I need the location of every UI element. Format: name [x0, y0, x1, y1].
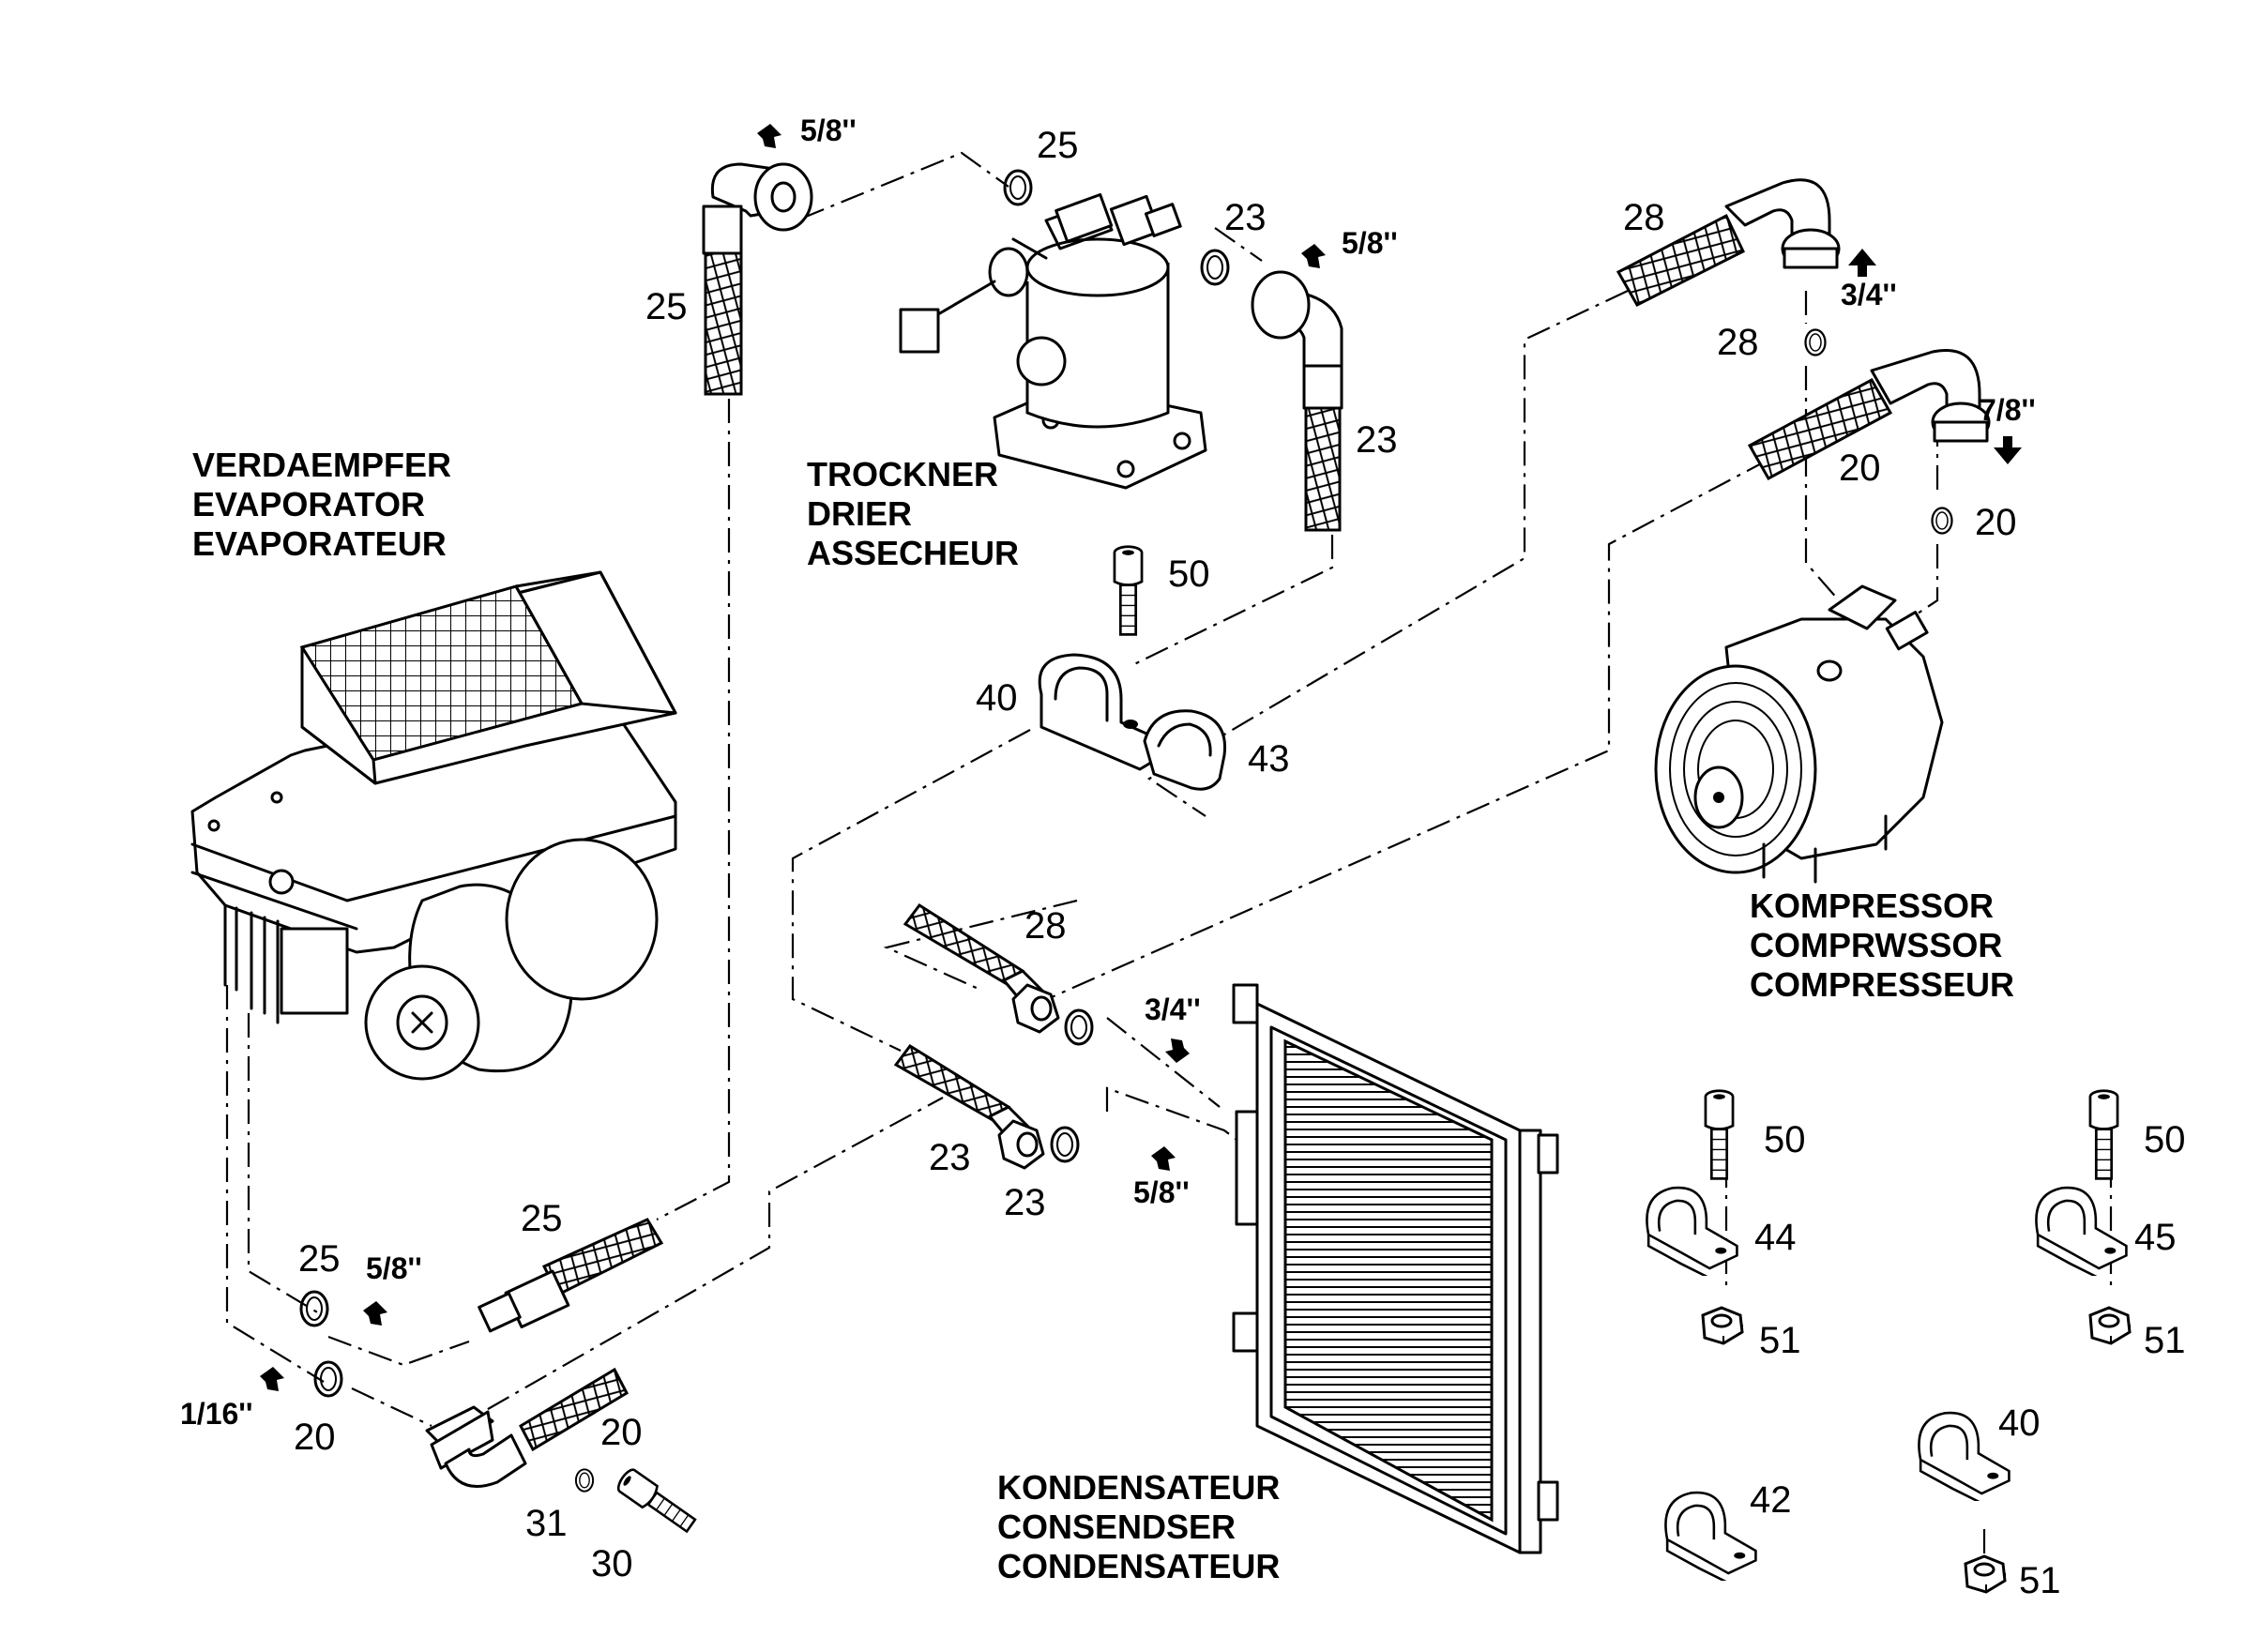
hose-23-top — [1251, 270, 1343, 532]
compressor-unit — [1654, 584, 1944, 884]
compressor-label-en: COMPRWSSOR — [1750, 926, 2002, 964]
part-number: 20 — [600, 1412, 643, 1453]
center-clamp-assembly — [1038, 653, 1227, 791]
part-number: 51 — [2144, 1320, 2186, 1361]
part-number: 20 — [1975, 502, 2017, 543]
evaporator-label-en: EVAPORATOR — [192, 485, 425, 523]
evaporator-unit — [190, 570, 677, 1081]
hose-25-top — [702, 162, 813, 396]
part-number: 30 — [591, 1543, 633, 1584]
part-number: 51 — [2019, 1560, 2061, 1601]
part-number: 51 — [1759, 1320, 1801, 1361]
part-number: 23 — [929, 1137, 971, 1178]
part-number: 28 — [1024, 905, 1067, 947]
drier-label-en: DRIER — [807, 494, 912, 533]
part-number: 31 — [525, 1503, 568, 1544]
part-number: 43 — [1248, 738, 1290, 780]
part-number: 23 — [1224, 197, 1267, 238]
part-number: 42 — [1750, 1479, 1792, 1521]
hose-20-bottom — [425, 1367, 629, 1488]
part-number: 28 — [1717, 322, 1759, 363]
size-label: 3/4'' — [1841, 278, 1897, 311]
size-label: 1/16'' — [180, 1397, 253, 1431]
fitting-size-labels: 5/8'' 5/8'' 3/4'' 7/8'' 3/4'' 5/8'' 5/8'… — [180, 114, 2036, 1431]
size-label: 7/8'' — [1980, 393, 2036, 427]
drier-label: TROCKNER DRIER ASSECHEUR — [807, 455, 1019, 572]
hose-28-top — [1616, 178, 1841, 307]
compressor-label: KOMPRESSOR COMPRWSSOR COMPRESSEUR — [1750, 887, 2014, 1004]
size-arrows — [260, 124, 2022, 1391]
part-number: 50 — [2144, 1119, 2186, 1160]
condenser-unit — [1232, 983, 1559, 1554]
size-label: 5/8'' — [1342, 226, 1398, 260]
part-number: 50 — [1168, 553, 1210, 595]
size-label: 5/8'' — [1133, 1175, 1190, 1209]
part-number: 25 — [645, 286, 688, 327]
connection-lines — [225, 151, 2113, 1557]
part-number: 40 — [1998, 1402, 2041, 1444]
condenser-label: KONDENSATEUR CONSENDSER CONDENSATEUR — [997, 1468, 1280, 1585]
condenser-label-en: CONSENDSER — [997, 1508, 1236, 1546]
size-label: 5/8'' — [800, 114, 857, 147]
part-number: 23 — [1356, 419, 1398, 461]
part-number: 25 — [298, 1238, 341, 1280]
clamps — [1646, 1186, 2128, 1581]
arrow-up-icon — [1848, 249, 1876, 277]
hose-20-top — [1747, 349, 1991, 481]
drier-label-fr: ASSECHEUR — [807, 534, 1019, 572]
condenser-label-de: KONDENSATEUR — [997, 1468, 1280, 1507]
part-number: 25 — [1037, 125, 1079, 166]
compressor-label-de: KOMPRESSOR — [1750, 887, 1994, 925]
compressor-label-fr: COMPRESSEUR — [1750, 965, 2014, 1004]
part-number: 23 — [1004, 1182, 1046, 1223]
part-number: 28 — [1623, 197, 1665, 238]
part-number: 44 — [1754, 1217, 1797, 1258]
evaporator-label-de: VERDAEMPFER — [192, 446, 451, 484]
part-number: 40 — [976, 677, 1018, 719]
drier-unit — [899, 192, 1207, 490]
part-number-callouts: 25 25 23 23 28 28 20 20 50 40 43 28 23 2… — [294, 125, 2186, 1601]
part-number: 20 — [294, 1417, 336, 1458]
part-number: 20 — [1839, 447, 1881, 489]
size-label: 5/8'' — [366, 1251, 422, 1285]
hose-28-middle — [903, 902, 1060, 1034]
part-number: 45 — [2134, 1217, 2177, 1258]
part-number: 50 — [1764, 1119, 1806, 1160]
hose-25-bottom — [478, 1218, 664, 1333]
evaporator-label: VERDAEMPFER EVAPORATOR EVAPORATEUR — [192, 446, 451, 563]
part-number: 25 — [521, 1198, 563, 1239]
condenser-label-fr: CONDENSATEUR — [997, 1547, 1280, 1585]
evaporator-label-fr: EVAPORATEUR — [192, 524, 447, 563]
size-label: 3/4'' — [1145, 993, 1201, 1026]
drier-label-de: TROCKNER — [807, 455, 998, 493]
hose-23-middle — [893, 1044, 1045, 1170]
arrow-down-icon — [1994, 436, 2022, 464]
